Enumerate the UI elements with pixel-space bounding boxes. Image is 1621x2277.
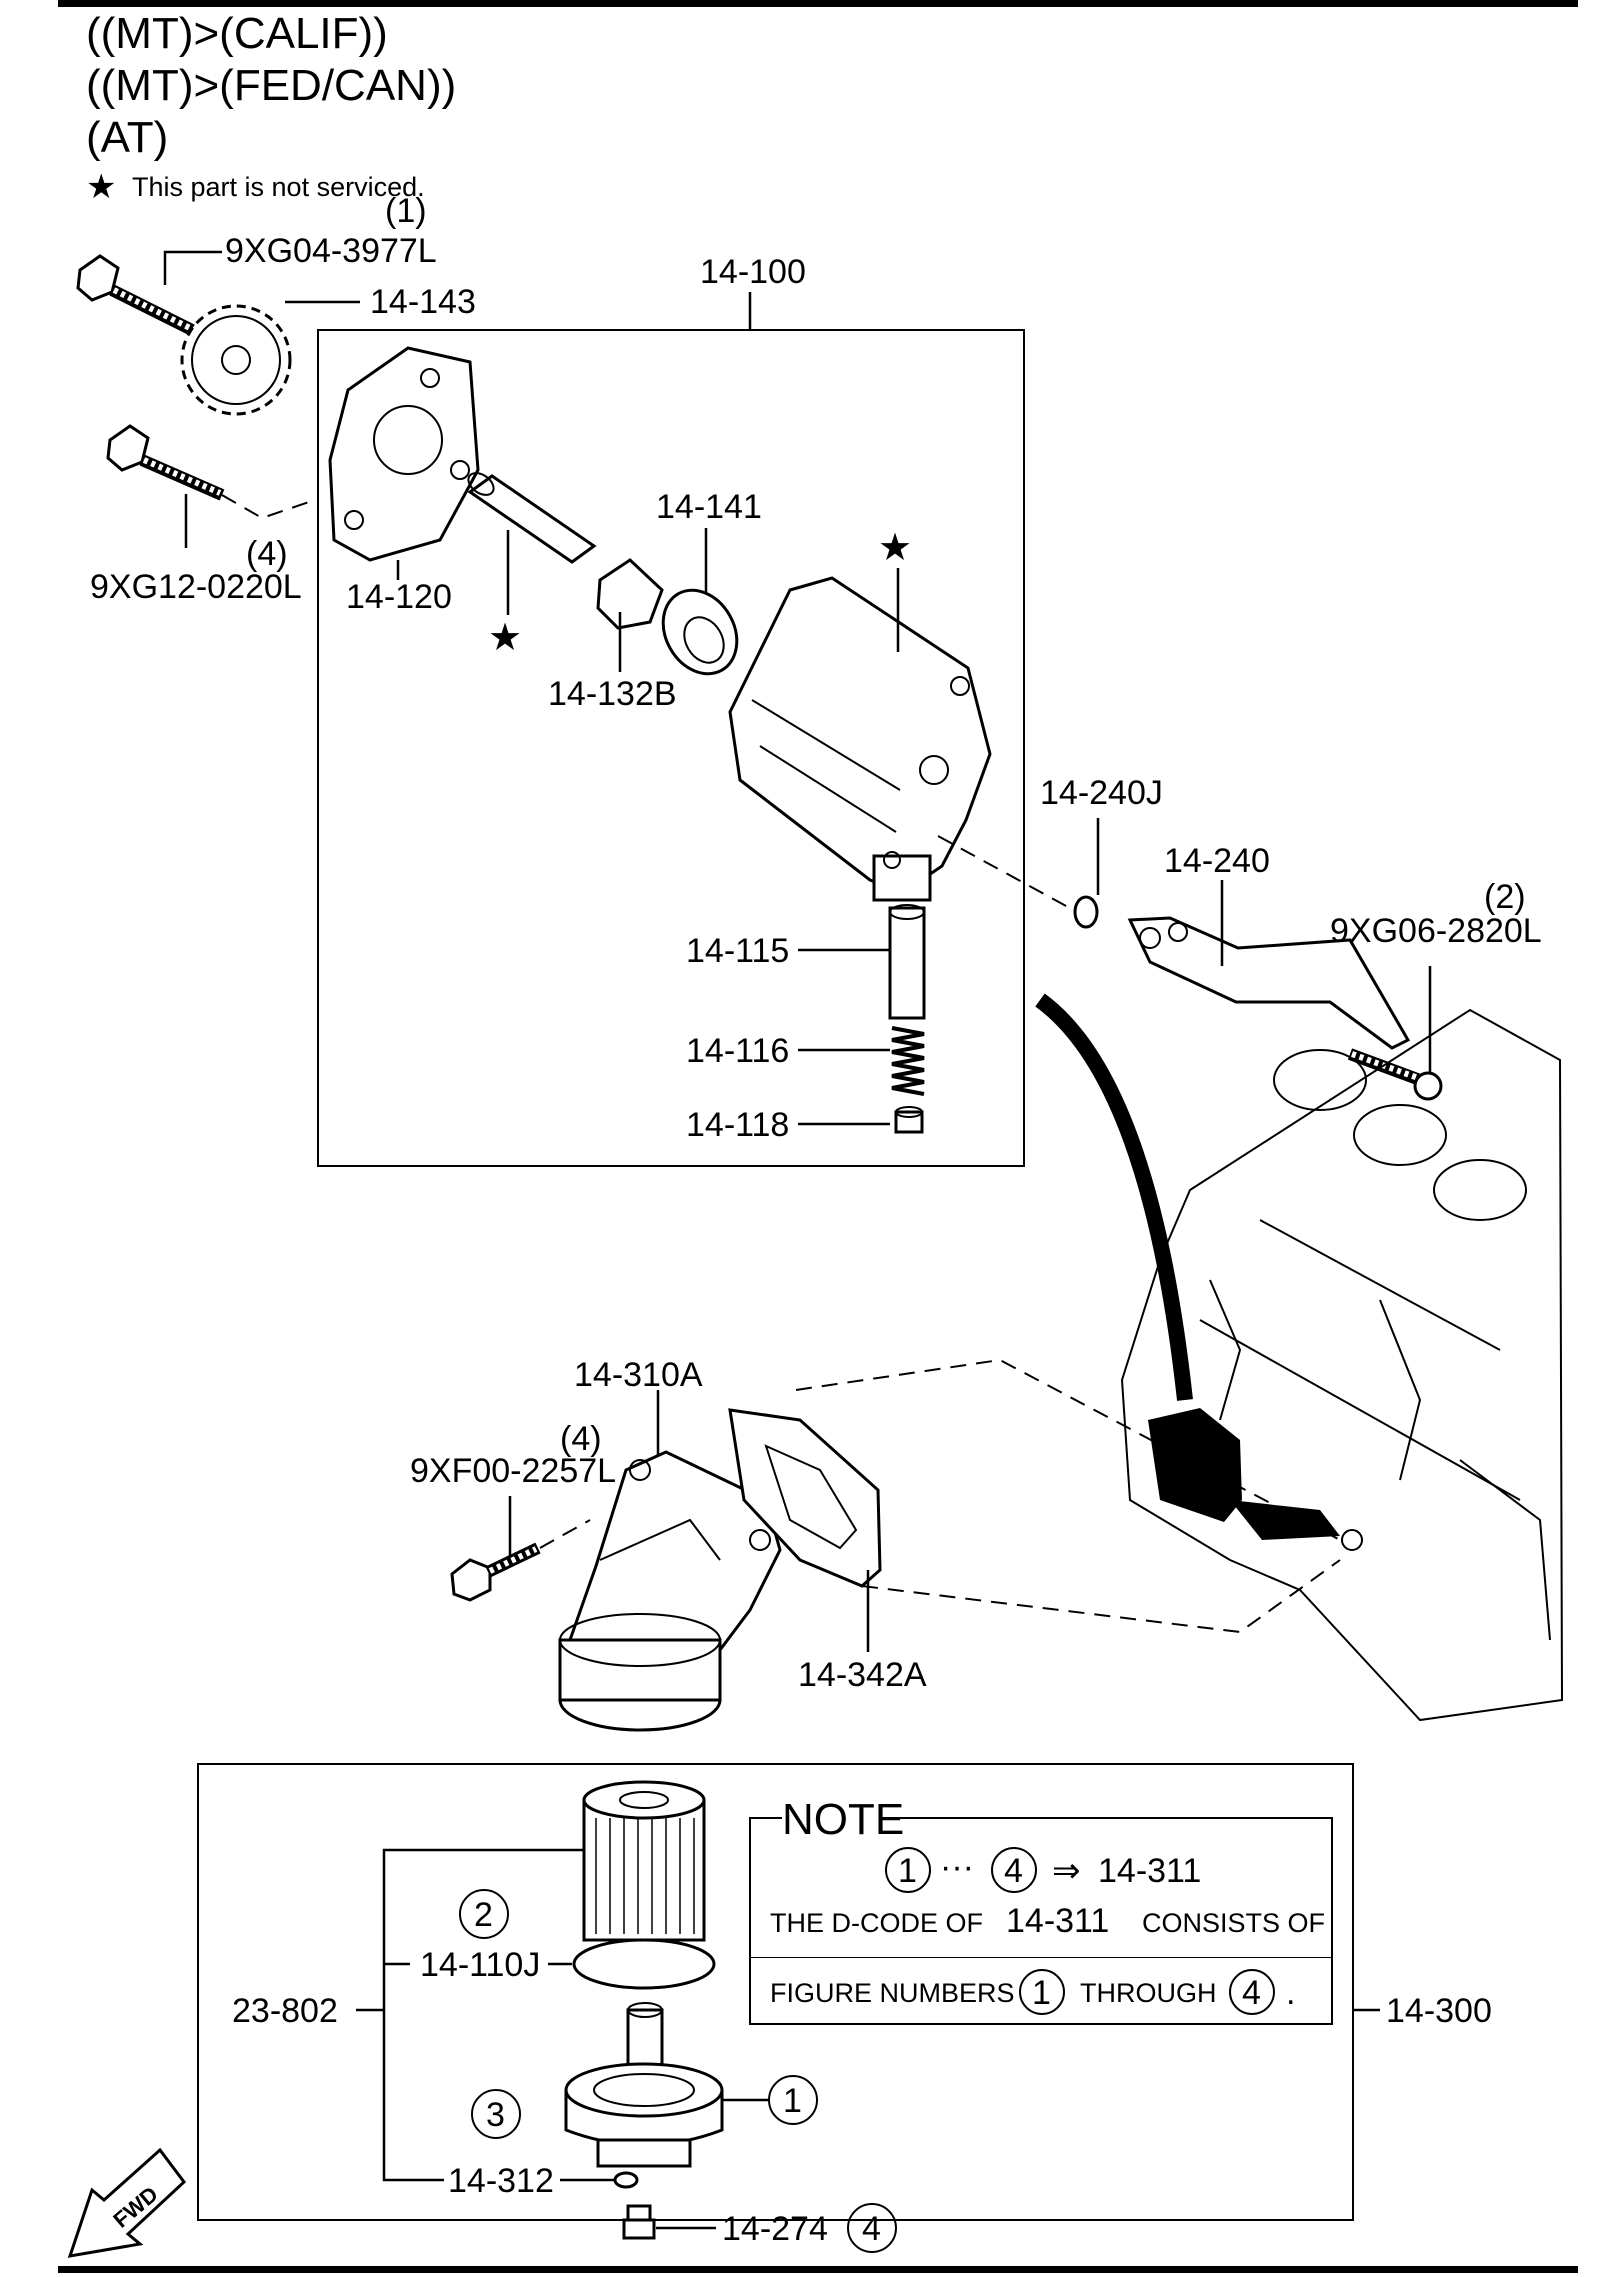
circle-2-label: 2 (474, 1896, 493, 1934)
note-circle-1b-icon (1019, 1969, 1065, 2015)
dash-9xg12 (221, 494, 316, 520)
note-circle-4b-icon (1229, 1969, 1275, 2015)
filter-cap-icon (564, 2002, 724, 2168)
label-9xf00: 9XF00-2257L (410, 1452, 616, 1490)
note-circle-4-icon (991, 1847, 1037, 1893)
header-line-1: ((MT)>(CALIF)) (86, 9, 388, 58)
note-line3a: FIGURE NUMBERS (770, 1978, 1015, 2008)
bolt-9xg12-icon (106, 424, 225, 501)
leader-9xg04 (163, 250, 222, 285)
label-14-240j: 14-240J (1040, 774, 1163, 812)
pump-cover-14-120-icon (328, 346, 480, 562)
header-line-2: ((MT)>(FED/CAN)) (86, 61, 456, 110)
label-9xg12: 9XG12-0220L (90, 568, 302, 606)
label-14-141: 14-141 (656, 488, 762, 526)
plunger-14-115-icon (888, 904, 926, 1020)
spring-14-116-icon (891, 1026, 925, 1096)
label-14-143: 14-143 (370, 283, 476, 321)
circle-4-icon (847, 2203, 897, 2253)
label-14-132b: 14-132B (548, 675, 677, 713)
note-range-sep: ··· (940, 1848, 974, 1886)
filter-body-14-310a-icon (558, 1450, 782, 1732)
note-circle-1-icon (885, 1847, 931, 1893)
filter-element-icon (582, 1780, 706, 1942)
o-ring-14-110j-icon (572, 1938, 716, 1990)
outer-rotor-14-141-icon (661, 588, 739, 676)
label-14-115: 14-115 (686, 932, 789, 970)
strainer-14-240-icon (1127, 916, 1411, 1050)
star-note: This part is not serviced. (132, 172, 425, 202)
note-target: 14-311 (1098, 1852, 1201, 1890)
fwd-arrow-icon: FWD (67, 2147, 187, 2258)
label-9xg06: 9XG06-2820L (1330, 912, 1542, 950)
bottom-rule (58, 2266, 1578, 2273)
gasket-14-342a-icon (728, 1408, 882, 1588)
label-14-300: 14-300 (1386, 1992, 1492, 2030)
sprocket-14-143-icon (180, 304, 292, 416)
label-14-100: 14-100 (700, 253, 806, 291)
label-14-116: 14-116 (686, 1032, 789, 1070)
top-rule (58, 0, 1578, 7)
oil-pump-box (317, 329, 1025, 1167)
label-9xg06-qty: (2) (1484, 878, 1526, 916)
note-line3: FIGURE NUMBERS 1 THROUGH 4 . (749, 1958, 1333, 2025)
note-arrow: ⇒ (1052, 1852, 1081, 1890)
dash-block-bottom (861, 1559, 1341, 1634)
circle-3-label: 3 (486, 2096, 505, 2134)
bolt-9xg04-icon (76, 254, 195, 336)
o-ring-14-312-icon (613, 2171, 639, 2189)
label-14-120: 14-120 (346, 578, 452, 616)
pump-shaft-icon (467, 472, 597, 564)
label-9xf00-qty: (4) (560, 1420, 602, 1458)
bracket-23-802 (382, 1848, 584, 2182)
plug-14-118-icon (894, 1106, 924, 1134)
dash-pump-to-block (937, 835, 1089, 919)
label-14-312: 14-312 (448, 2162, 554, 2200)
label-9xg04: 9XG04-3977L (225, 232, 437, 270)
circle-4-label: 4 (862, 2210, 881, 2248)
note-line3c: THROUGH (1080, 1978, 1217, 2008)
dash-9xf00 (539, 1519, 591, 1549)
label-9xg12-qty: (4) (246, 535, 288, 573)
inner-rotor-14-132b-icon (596, 558, 664, 630)
note-range-start: 1 (898, 1852, 917, 1890)
label-9xg04-qty: (1) (385, 192, 427, 230)
header-line-3: (AT) (86, 113, 168, 162)
circle-2-icon (459, 1889, 509, 1939)
note-line3e: . (1286, 1974, 1295, 2012)
label-14-274: 14-274 (722, 2210, 828, 2248)
label-14-240: 14-240 (1164, 842, 1270, 880)
note-line2a: THE D-CODE OF (770, 1908, 983, 1938)
label-14-110j: 14-110J (420, 1946, 540, 1984)
star-icon: ★ (86, 167, 116, 207)
circle-1-label: 1 (783, 2082, 802, 2120)
circle-1-icon (768, 2075, 818, 2125)
note-box: NOTE 1 ··· 4 ⇒ 14-311 THE D-CODE OF 14-3… (749, 1795, 1333, 1959)
note-line3d: 4 (1242, 1974, 1261, 2012)
label-14-342a: 14-342A (798, 1656, 927, 1694)
label-14-118: 14-118 (686, 1106, 789, 1144)
note-range-end: 4 (1004, 1852, 1023, 1890)
bolt-9xf00-icon (450, 1542, 541, 1602)
engine-block-icon (1035, 993, 1564, 1722)
circle-3-icon (471, 2089, 521, 2139)
star-icon-shaft: ★ (488, 615, 522, 659)
note-title: NOTE (782, 1795, 904, 1844)
o-ring-14-240j-icon (1073, 895, 1099, 929)
filter-kit-box (197, 1763, 1354, 2221)
note-line2b: 14-311 (1006, 1902, 1109, 1940)
pump-body-icon (728, 576, 992, 902)
label-14-310a: 14-310A (574, 1356, 703, 1394)
label-23-802: 23-802 (232, 1992, 338, 2030)
drain-plug-14-274-icon (622, 2204, 656, 2240)
star-icon-body: ★ (878, 525, 912, 569)
note-line3b: 1 (1032, 1974, 1051, 2012)
bolt-9xg06-icon (1347, 1048, 1443, 1101)
note-line2c: CONSISTS OF (1142, 1908, 1325, 1938)
